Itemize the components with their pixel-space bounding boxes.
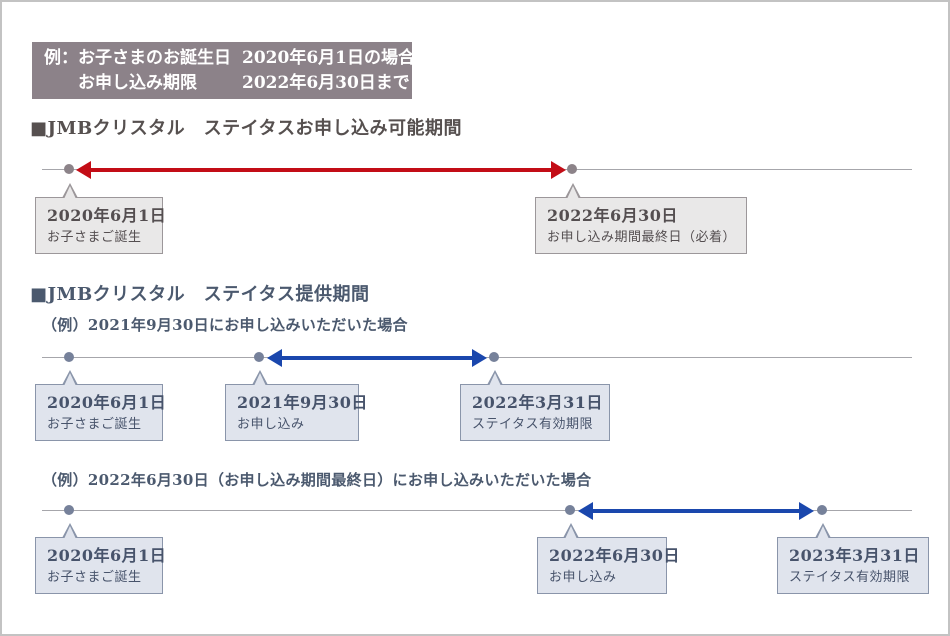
example1-caption: （例）2021年9月30日にお申し込みいただいた場合	[42, 316, 408, 334]
callout-pointer	[565, 183, 581, 199]
callout-label: お申し込み	[237, 417, 305, 432]
callout-date: 2023年3月31日	[789, 546, 920, 565]
callout-birth-timeline1: 2020年6月1日 お子さまご誕生	[35, 183, 167, 254]
callout-pointer	[563, 523, 579, 539]
provision-period-arrow-1	[267, 349, 487, 367]
timeline3-dot-expiry	[817, 505, 827, 515]
timeline3-line	[42, 510, 912, 511]
example-birthday-value: 2020年6月1日の場合	[242, 47, 415, 68]
callout-expiry-timeline2: 2022年3月31日 ステイタス有効期限	[460, 370, 610, 441]
callout-application-timeline2: 2021年9月30日 お申し込み	[225, 370, 368, 441]
callout-pointer	[62, 523, 78, 539]
callout-date: 2020年6月1日	[47, 206, 167, 225]
callout-label: お申し込み	[549, 570, 617, 585]
example-deadline-value: 2022年6月30日まで	[242, 72, 410, 93]
timeline1-dot-deadline	[567, 164, 577, 174]
callout-label: お子さまご誕生	[47, 570, 142, 585]
callout-date: 2022年3月31日	[472, 393, 603, 412]
callout-pointer	[487, 370, 503, 386]
callout-date: 2020年6月1日	[47, 393, 167, 412]
callout-date: 2022年6月30日	[547, 206, 678, 225]
callout-birth-timeline2: 2020年6月1日 お子さまご誕生	[35, 370, 167, 441]
callout-label: お子さまご誕生	[47, 230, 142, 245]
callout-label: お申し込み期間最終日（必着）	[547, 230, 737, 245]
callout-pointer	[62, 370, 78, 386]
timeline2-dot-application	[254, 352, 264, 362]
callout-label: ステイタス有効期限	[789, 570, 910, 585]
callout-deadline-timeline1: 2022年6月30日 お申し込み期間最終日（必着）	[535, 183, 747, 254]
callout-date: 2022年6月30日	[549, 546, 680, 565]
arrow-shaft	[278, 356, 476, 360]
timeline2-dot-birth	[64, 352, 74, 362]
timeline1-dot-birth	[64, 164, 74, 174]
section2-title: ■JMBクリスタル ステイタス提供期間	[30, 284, 370, 305]
timeline3-dot-birth	[64, 505, 74, 515]
callout-label: お子さまご誕生	[47, 417, 142, 432]
application-period-arrow	[76, 161, 566, 179]
arrow-shaft	[87, 168, 555, 172]
callout-pointer	[815, 523, 831, 539]
section1-title: ■JMBクリスタル ステイタスお申し込み可能期間	[30, 118, 462, 139]
timeline2-dot-expiry	[489, 352, 499, 362]
callout-date: 2021年9月30日	[237, 393, 368, 412]
example-deadline-label: お申し込み期限	[78, 72, 197, 93]
callout-pointer	[62, 183, 78, 199]
example2-caption: （例）2022年6月30日（お申し込み期間最終日）にお申し込みいただいた場合	[42, 471, 592, 489]
example-summary-box: 例：お子さまのお誕生日 2020年6月1日の場合 お申し込み期限 2022年6月30…	[32, 42, 415, 99]
callout-pointer	[252, 370, 268, 386]
callout-birth-timeline3: 2020年6月1日 お子さまご誕生	[35, 523, 167, 594]
callout-application-timeline3: 2022年6月30日 お申し込み	[537, 523, 680, 594]
callout-expiry-timeline3: 2023年3月31日 ステイタス有効期限	[777, 523, 929, 594]
arrow-shaft	[589, 509, 803, 513]
example-birthday-label: 例：お子さまのお誕生日	[44, 47, 231, 68]
callout-label: ステイタス有効期限	[472, 417, 593, 432]
timeline3-dot-application	[565, 505, 575, 515]
callout-date: 2020年6月1日	[47, 546, 167, 565]
example-row-deadline: お申し込み期限 2022年6月30日まで	[44, 71, 412, 96]
provision-period-arrow-2	[578, 502, 814, 520]
example-row-birthday: 例：お子さまのお誕生日 2020年6月1日の場合	[44, 46, 415, 71]
